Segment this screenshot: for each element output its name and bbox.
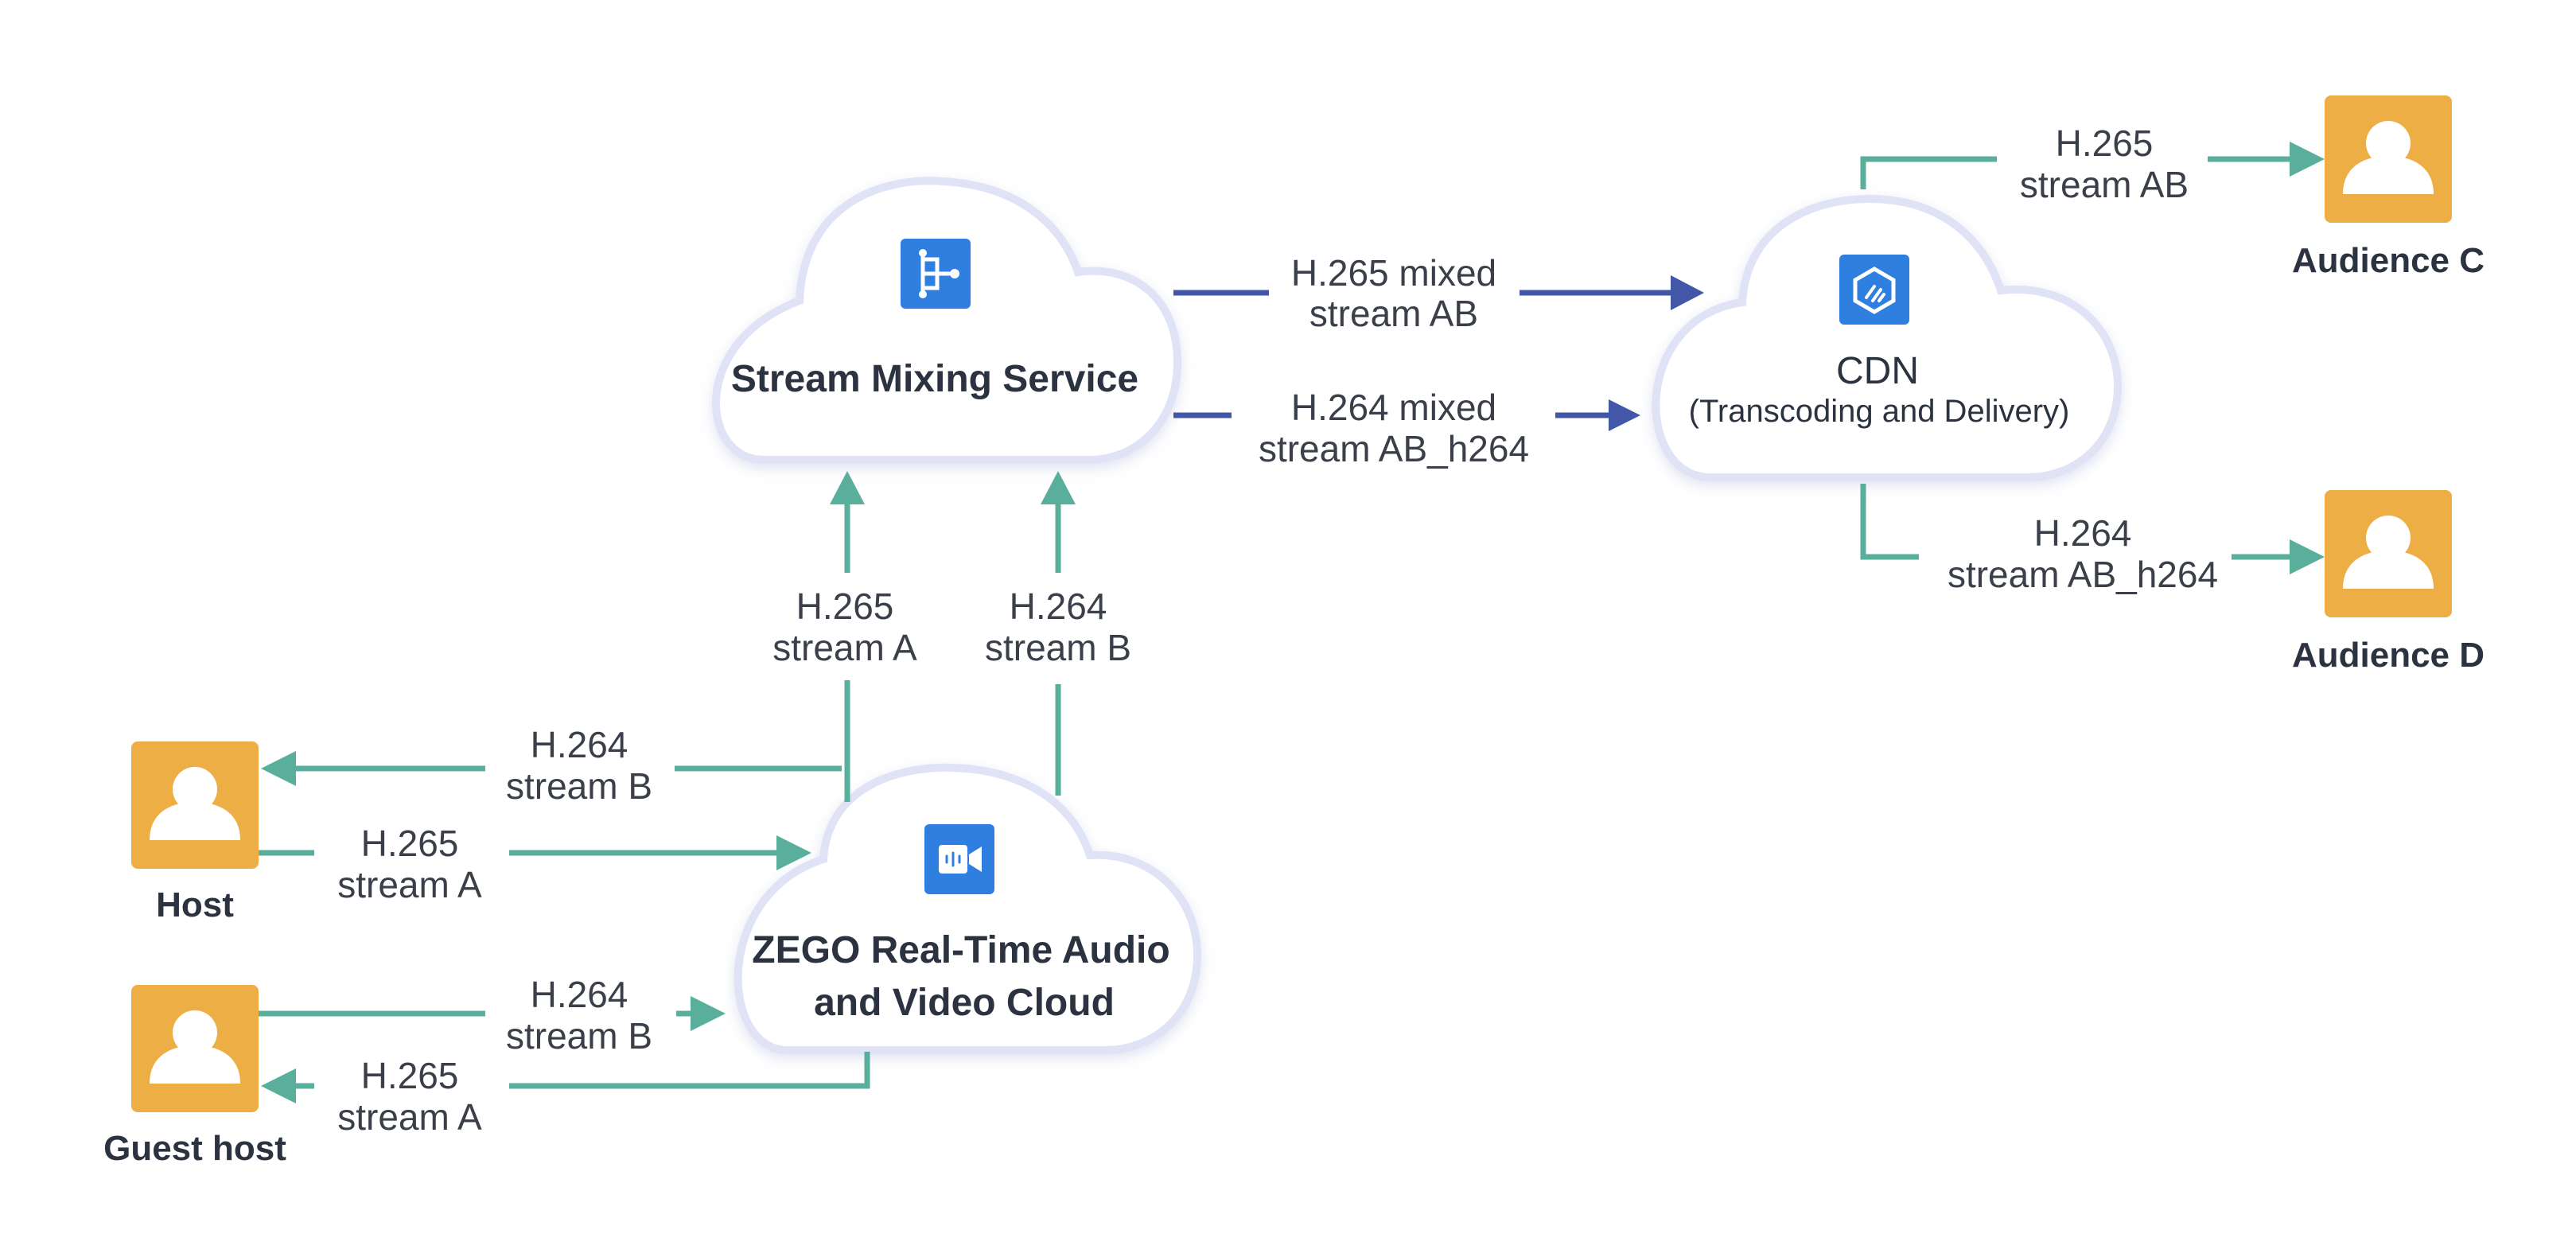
- edge-cdn-aud-d-line-a: [1860, 484, 1919, 560]
- arrowhead-cdn-aud-c: [2290, 142, 2325, 177]
- edge-rtc-guest-a-label-1: H.265: [361, 1055, 459, 1096]
- arrowhead-cdn-aud-d: [2290, 539, 2325, 574]
- arrowhead-mix-cdn-h264: [1609, 399, 1640, 431]
- edge-rtc-host-b-label-1: H.264: [531, 724, 628, 765]
- arrowhead-guest-rtc-b: [691, 996, 726, 1031]
- stream-mixing-cloud: [712, 177, 1182, 464]
- cdn-cloud: [1652, 194, 2123, 481]
- guest-host-avatar: [131, 985, 259, 1112]
- edge-rtc-guest-a-label-2: stream A: [337, 1096, 482, 1138]
- zego-rtc-title-line2: and Video Cloud: [814, 982, 1115, 1024]
- arrowhead-host-rtc-a: [776, 835, 811, 870]
- edge-rtc-host-b-label-2: stream B: [506, 765, 652, 807]
- cdn-title: CDN: [1836, 350, 1919, 392]
- cdn-subtitle: (Transcoding and Delivery): [1689, 394, 2070, 429]
- person-icon: [150, 767, 240, 840]
- edge-mix-cdn-h264-label-1: H.264 mixed: [1291, 387, 1496, 428]
- edge-host-rtc-a-label-1: H.265: [361, 823, 459, 864]
- cdn-cube-icon: [1839, 255, 1909, 325]
- edge-rtc-mix-b-label-2: stream B: [985, 627, 1131, 668]
- person-icon: [2343, 516, 2434, 589]
- audience-c-avatar: [2325, 95, 2452, 223]
- host-label: Host: [156, 885, 234, 924]
- arrowheads: [261, 142, 2325, 1103]
- arrowhead-mix-cdn-h265: [1671, 275, 1704, 310]
- edge-mix-cdn-h265-label-2: stream AB: [1309, 293, 1478, 334]
- arrowhead-rtc-guest-a: [261, 1068, 296, 1103]
- edge-cdn-aud-d-label-2: stream AB_h264: [1948, 554, 2218, 595]
- edge-guest-rtc-b-label-1: H.264: [531, 974, 628, 1015]
- zego-rtc-title-line1: ZEGO Real-Time Audio: [752, 929, 1169, 971]
- zego-rtc-cloud: [733, 763, 1202, 1054]
- arrowhead-rtc-mix-a: [830, 471, 865, 504]
- guest-host-label: Guest host: [103, 1129, 286, 1168]
- edge-mix-cdn-h265-label-1: H.265 mixed: [1291, 252, 1496, 294]
- edge-rtc-mix-a-label-1: H.265: [796, 586, 894, 627]
- edge-host-rtc-a-label-2: stream A: [337, 864, 482, 905]
- edge-guest-rtc-b-label-2: stream B: [506, 1015, 652, 1057]
- flow-branch-icon: [901, 239, 971, 309]
- edge-rtc-mix-b-label-1: H.264: [1010, 586, 1107, 627]
- host-avatar: [131, 741, 259, 869]
- edge-cdn-aud-d-label-1: H.264: [2034, 512, 2132, 554]
- video-camera-icon: [924, 824, 994, 894]
- audience-d-label: Audience D: [2292, 636, 2485, 675]
- stream-mixing-title: Stream Mixing Service: [731, 358, 1138, 400]
- audience-c-label: Audience C: [2292, 241, 2485, 280]
- audience-d-avatar: [2325, 490, 2452, 617]
- arrowhead-rtc-mix-b: [1041, 471, 1076, 504]
- person-icon: [150, 1010, 240, 1084]
- arrowhead-rtc-host-b: [261, 751, 296, 786]
- edge-rtc-guest-a-line-a: [509, 1052, 870, 1089]
- edge-cdn-aud-c-label-2: stream AB: [2020, 164, 2189, 205]
- edge-rtc-mix-a-label-2: stream A: [772, 627, 917, 668]
- person-icon: [2343, 121, 2434, 194]
- edge-cdn-aud-c-line-a: [1860, 156, 1997, 189]
- edge-cdn-aud-c-label-1: H.265: [2056, 123, 2154, 164]
- edge-mix-cdn-h264-label-2: stream AB_h264: [1259, 428, 1529, 469]
